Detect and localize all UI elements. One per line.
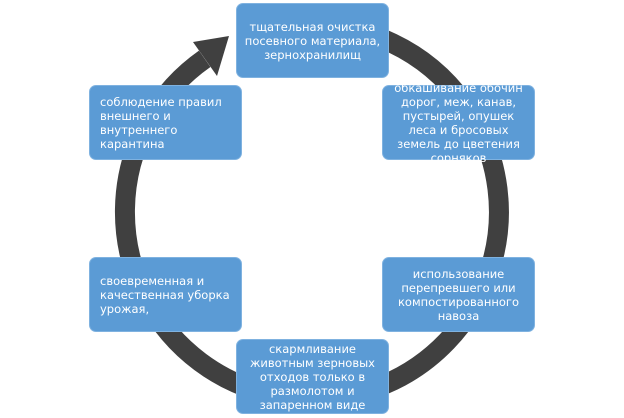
- step-box-2: обкашивание обочин дорог, меж, канав, пу…: [382, 81, 535, 165]
- step-box-1: тщательная очистка посевного материала, …: [236, 3, 389, 78]
- step-text: соблюдение правил внешнего и внутреннего…: [100, 94, 222, 151]
- step-text: скармливание животным зерновых отходов т…: [250, 341, 375, 412]
- step-text: своевременная и качественная уборка урож…: [100, 273, 230, 316]
- step-text: использование перепревшего или компостир…: [397, 266, 520, 323]
- step-box-6: соблюдение правил внешнего и внутреннего…: [89, 85, 242, 160]
- step-box-4: скармливание животным зерновых отходов т…: [236, 339, 389, 414]
- arrow-head-icon: [193, 36, 229, 76]
- step-box-3: использование перепревшего или компостир…: [382, 257, 535, 332]
- step-text: обкашивание обочин дорог, меж, канав, пу…: [394, 80, 523, 165]
- step-box-5: своевременная и качественная уборка урож…: [89, 257, 242, 332]
- step-text: тщательная очистка посевного материала, …: [244, 19, 381, 62]
